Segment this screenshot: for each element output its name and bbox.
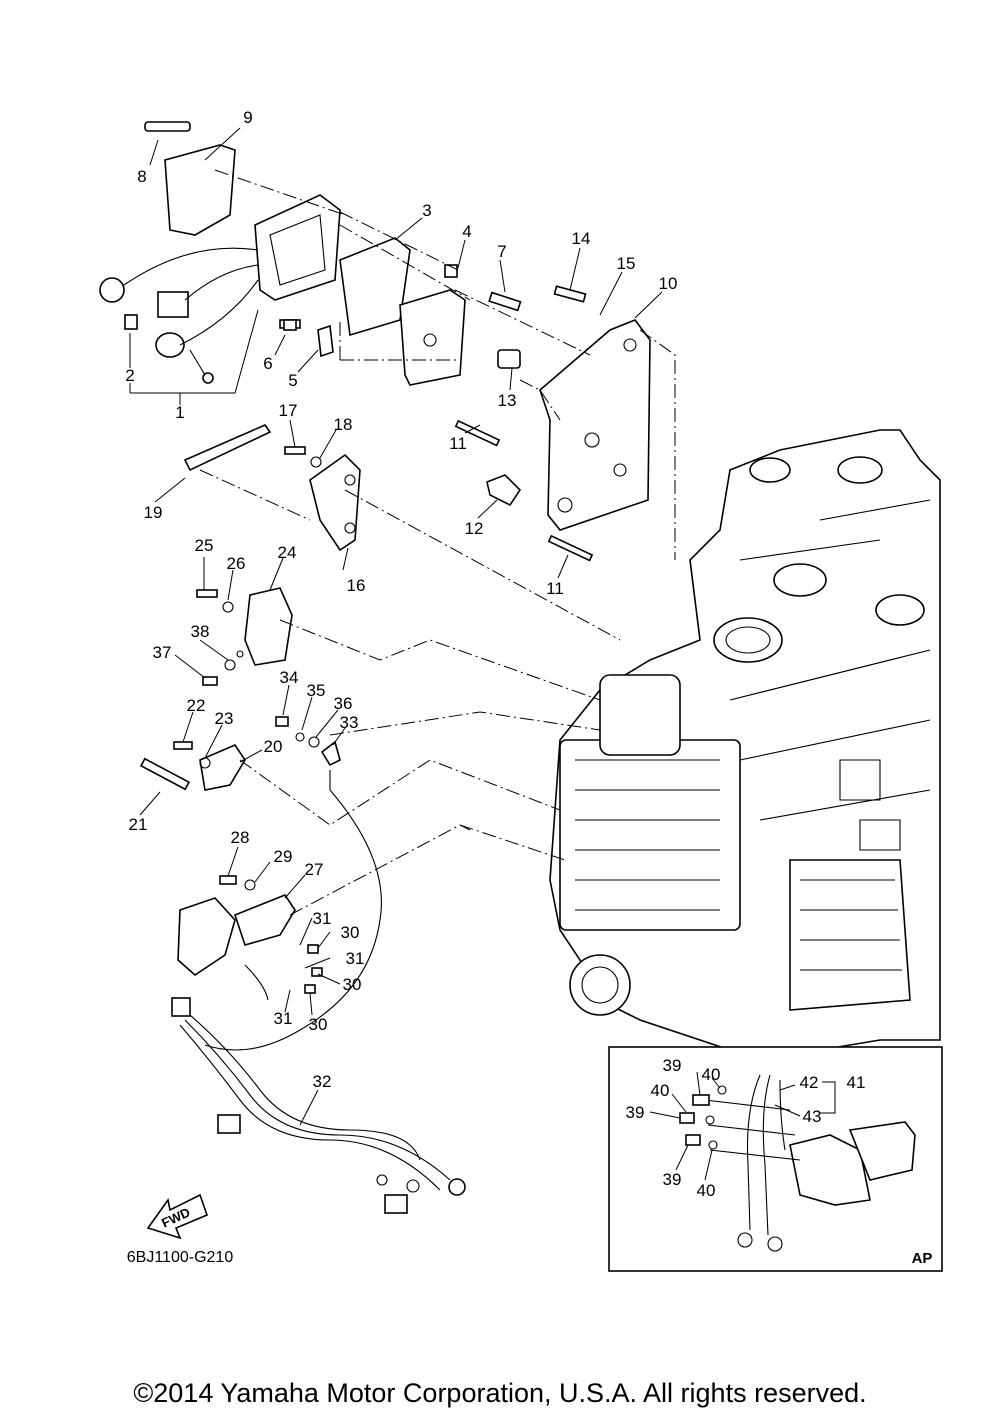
callout-label: 22 — [187, 696, 206, 715]
inset-callout-label: 40 — [702, 1065, 721, 1084]
callout-label: 30 — [341, 923, 360, 942]
callout-label: 5 — [288, 371, 297, 390]
callout-label: 31 — [274, 1009, 293, 1028]
inset-callout-label: 39 — [626, 1103, 645, 1122]
callout-label: 31 — [313, 909, 332, 928]
callout-label: 32 — [313, 1072, 332, 1091]
callout-label: 14 — [572, 229, 591, 248]
inset-callout-label: 43 — [803, 1107, 822, 1126]
callout-labels: 1 2 3 4 5 6 7 8 9 10 11 11 12 13 14 15 1… — [125, 108, 677, 1091]
callout-label: 37 — [153, 643, 172, 662]
callout-label: 15 — [617, 254, 636, 273]
callout-label: 11 — [546, 579, 564, 598]
callout-label: 27 — [305, 860, 324, 879]
callout-label: 38 — [191, 622, 210, 641]
callout-label: 17 — [279, 401, 298, 420]
fwd-arrow-icon: FWD — [146, 1193, 209, 1240]
callout-label: 18 — [334, 415, 353, 434]
callout-label: 24 — [278, 543, 297, 562]
callout-label: 25 — [195, 536, 214, 555]
callout-label: 26 — [227, 554, 246, 573]
callout-label: 1 — [175, 403, 184, 422]
callout-label: 12 — [465, 519, 484, 538]
inset-callout-label: 41 — [847, 1073, 866, 1092]
callout-label: 31 — [346, 949, 365, 968]
wiring-harness-drawing — [171, 770, 466, 1214]
callout-label: 9 — [243, 108, 252, 127]
callout-label: 2 — [125, 366, 134, 385]
fasteners-drawing — [173, 319, 341, 994]
callout-label: 21 — [129, 815, 148, 834]
callout-label: 28 — [231, 828, 250, 847]
callout-label: 30 — [309, 1015, 328, 1034]
inset-callout-label: 40 — [651, 1081, 670, 1100]
inset-callout-label: 39 — [663, 1170, 682, 1189]
callout-label: 30 — [343, 975, 362, 994]
callout-label: 36 — [334, 694, 353, 713]
callout-label: 10 — [659, 274, 678, 293]
callout-label: 4 — [462, 222, 471, 241]
callout-label: 23 — [215, 709, 234, 728]
inset-callout-label: 39 — [663, 1056, 682, 1075]
callout-label: 20 — [264, 737, 283, 756]
callout-label: 13 — [498, 391, 517, 410]
callout-label: 7 — [497, 242, 506, 261]
inset-detail-box: 39 39 39 40 40 40 41 42 43 AP — [608, 1046, 943, 1272]
diagram-code: 6BJ1100-G210 — [127, 1249, 234, 1266]
inset-callout-label: 42 — [800, 1073, 819, 1092]
callout-label: 11 — [449, 434, 467, 453]
callout-label: 33 — [340, 713, 359, 732]
engine-block-drawing — [549, 429, 941, 1061]
callout-label: 8 — [137, 167, 146, 186]
assembly-lines — [199, 169, 676, 916]
inset-callout-label: 40 — [697, 1181, 716, 1200]
leader-lines — [129, 127, 663, 1126]
copyright-notice: ©2014 Yamaha Motor Corporation, U.S.A. A… — [133, 1378, 867, 1408]
callout-label: 29 — [274, 847, 293, 866]
cdi-unit-drawing — [99, 121, 522, 386]
callout-label: 34 — [280, 668, 299, 687]
callout-label: 35 — [307, 681, 326, 700]
callout-label: 16 — [347, 576, 366, 595]
callout-label: 3 — [422, 201, 431, 220]
callout-label: 19 — [144, 503, 163, 522]
brackets-drawing — [139, 285, 651, 791]
inset-badge: AP — [912, 1250, 933, 1267]
callout-label: 6 — [263, 354, 272, 373]
